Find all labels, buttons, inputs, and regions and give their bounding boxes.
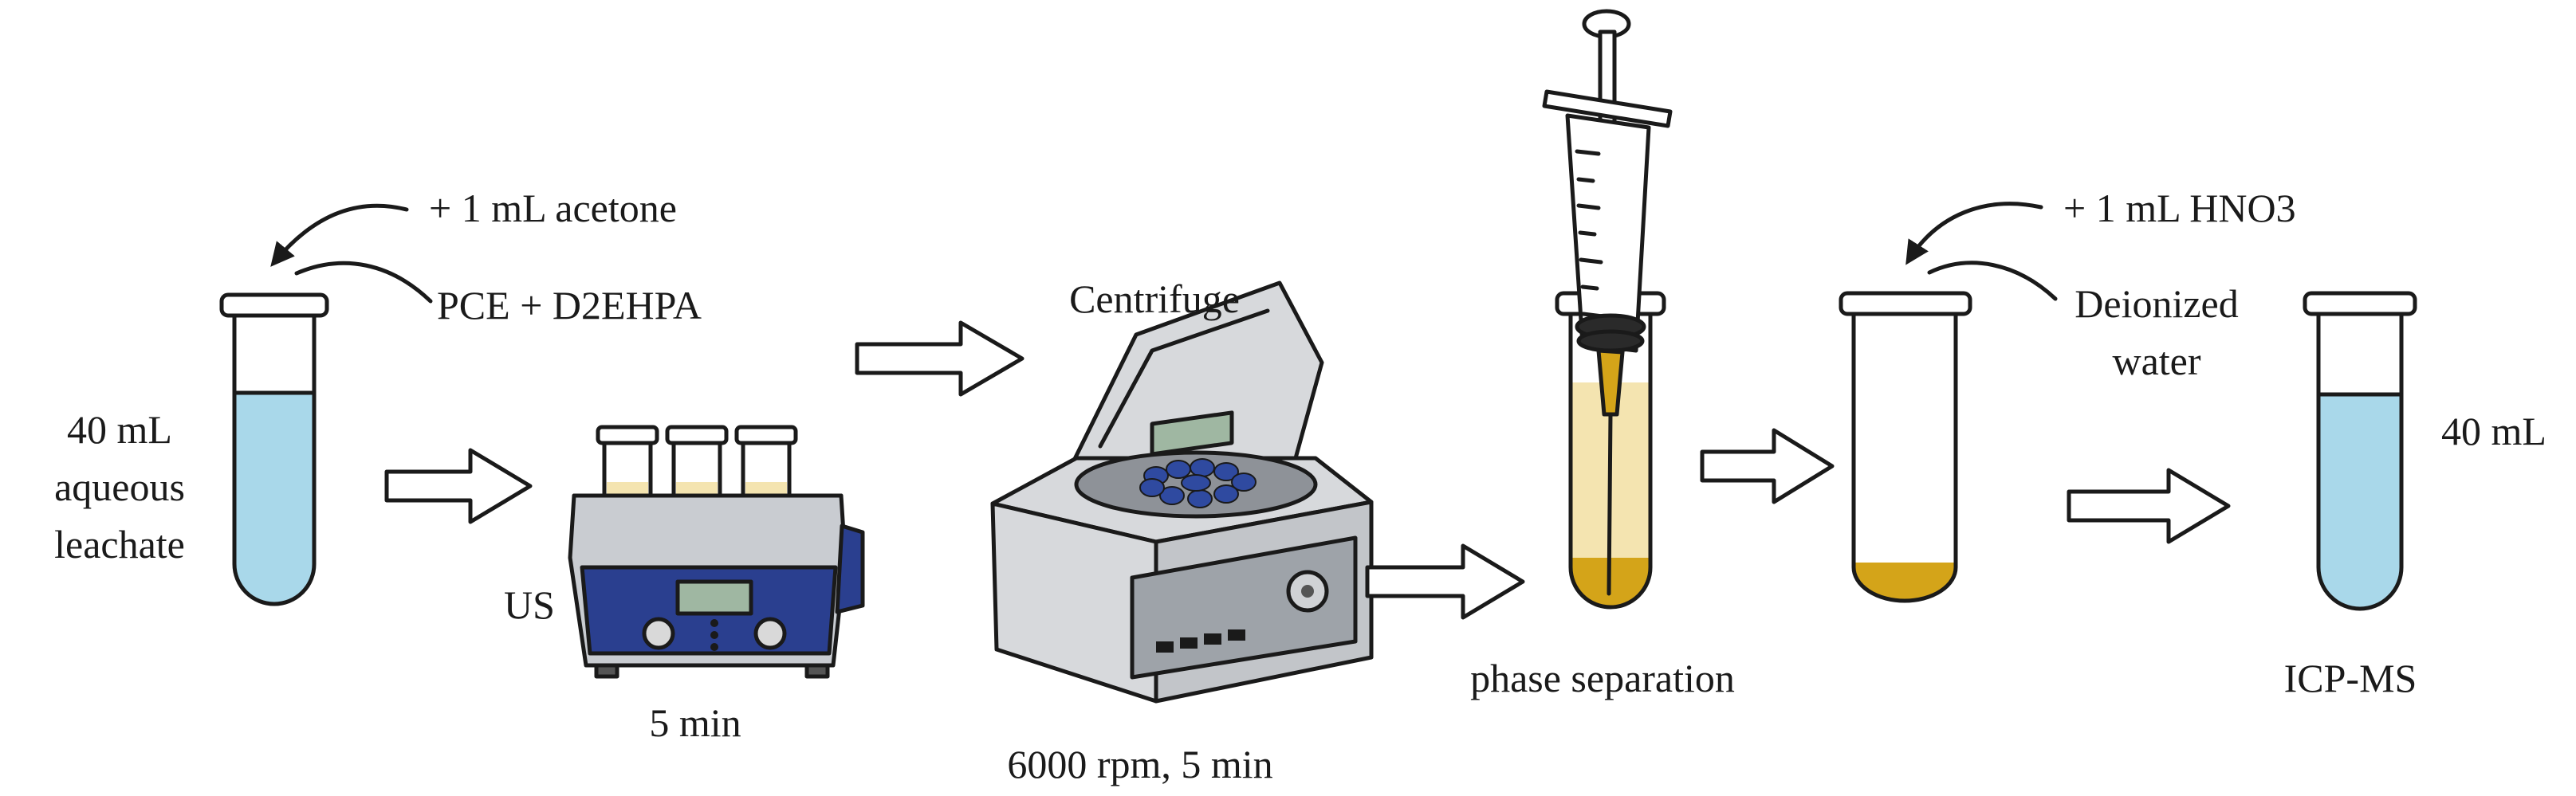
- block-arrow-3: [1365, 543, 1525, 620]
- tube-aqueous-fill: [234, 393, 314, 604]
- tube-aqueous-leachate: [219, 292, 329, 606]
- label-reagent-pce: PCE + D2EHPA: [437, 283, 702, 327]
- label-final-volume: 40 mL: [2441, 409, 2547, 453]
- label-centrifuge: Centrifuge: [1069, 276, 1240, 321]
- label-icpms: ICP-MS: [2284, 656, 2417, 700]
- label-volume-line1: 40 mL: [67, 407, 172, 452]
- arrow-pce-curve: [294, 261, 433, 304]
- block-arrow-5: [2067, 468, 2231, 544]
- label-centrifuge-params: 6000 rpm, 5 min: [1007, 742, 1272, 786]
- tube-sediment: [1839, 291, 1972, 603]
- block-arrow-1: [384, 448, 533, 524]
- block-arrow-4: [1700, 428, 1835, 504]
- tube-final: [2303, 291, 2417, 611]
- label-us: US: [504, 582, 555, 627]
- arrow-hno3-curve: [1905, 202, 2043, 265]
- label-us-time: 5 min: [649, 700, 741, 745]
- label-reagent-acetone: + 1 mL acetone: [429, 186, 677, 230]
- label-deionized-line2: water: [2112, 339, 2200, 383]
- centrifuge: [990, 280, 1374, 704]
- arrow-acetone-curve: [270, 203, 409, 267]
- label-volume-line3: leachate: [54, 522, 185, 567]
- syringe: [1542, 9, 1673, 596]
- label-phase-separation: phase separation: [1470, 656, 1735, 700]
- label-volume-line2: aqueous: [54, 465, 185, 509]
- block-arrow-2: [855, 320, 1025, 397]
- label-reagent-hno3: + 1 mL HNO3: [2063, 186, 2296, 230]
- ultrasonic-bath: [568, 425, 865, 679]
- arrow-water-curve: [1927, 261, 2058, 301]
- label-deionized-line1: Deionized: [2075, 281, 2238, 326]
